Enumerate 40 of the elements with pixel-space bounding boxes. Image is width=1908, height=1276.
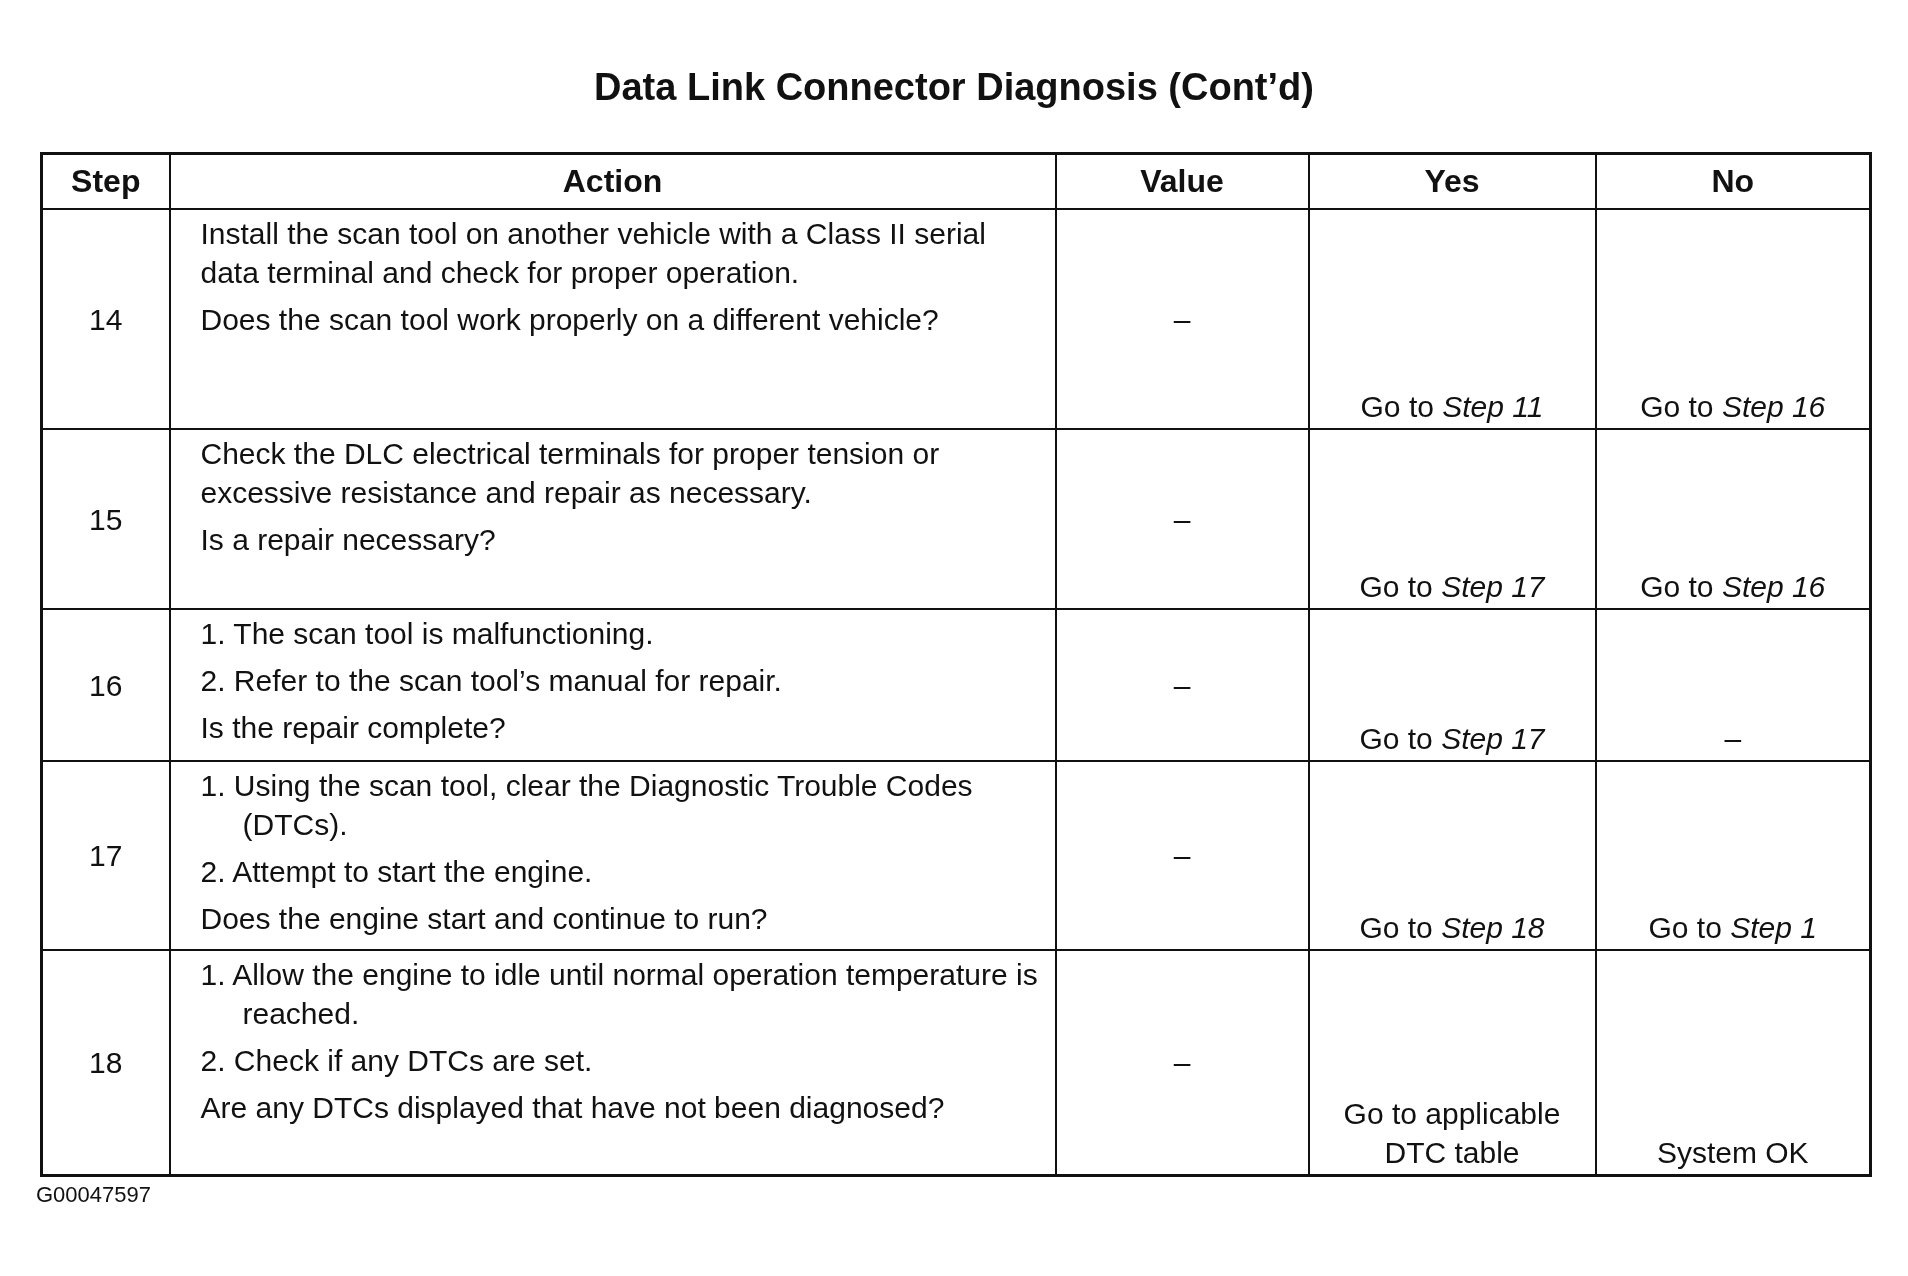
action-text: Is the repair complete? [200, 710, 507, 746]
yes-instruction: Go to Step 11 [1360, 390, 1544, 423]
column-header: Yes [1424, 163, 1480, 199]
value-dash: – [1173, 1046, 1191, 1079]
column-header: Action [562, 163, 663, 199]
yes-instruction: Go to Step 17 [1359, 722, 1545, 755]
yes-instruction: Go to Step 17 [1359, 570, 1545, 603]
action-text: 2. Check if any DTCs are set. [200, 1043, 594, 1079]
yes-instruction: Go to Step 18 [1359, 911, 1545, 944]
action-text: Does the scan tool work properly on a different vehicle? [200, 302, 940, 338]
no-instruction: Go to Step 16 [1640, 570, 1826, 603]
no-instruction: Go to Step 1 [1648, 911, 1817, 944]
column-header: No [1711, 163, 1755, 199]
action-text: 2. Attempt to start the engine. [200, 854, 594, 890]
step-number: 14 [89, 302, 123, 336]
step-number: 16 [89, 668, 123, 702]
no-instruction: Go to Step 16 [1640, 390, 1826, 423]
step-number: 18 [89, 1046, 123, 1079]
action-text: 2. Refer to the scan tool’s manual for repair. [200, 663, 783, 699]
no-instruction: – [1724, 722, 1742, 755]
value-dash: – [1173, 502, 1191, 536]
step-number: 15 [89, 502, 123, 536]
action-text: Does the engine start and continue to run? [200, 901, 769, 937]
table-title: Data Link Connector Diagnosis (Cont’d) [593, 66, 1315, 109]
column-header: Step [71, 163, 141, 199]
action-text: 1. The scan tool is malfunctioning. [200, 616, 655, 652]
step-number: 17 [89, 839, 123, 872]
value-dash: – [1173, 839, 1191, 872]
action-text: Check the DLC electrical terminals for proper tension or excessive resistance and repair as necessary. [200, 436, 941, 511]
yes-instruction: Go to applicable DTC table [1343, 1097, 1561, 1169]
figure-code: G00047597 [36, 1182, 151, 1207]
value-dash: – [1173, 302, 1191, 336]
value-dash: – [1173, 668, 1191, 702]
column-header: Value [1140, 163, 1224, 199]
action-text: 1. Allow the engine to idle until normal operation temperature is reached. [200, 957, 1039, 1032]
action-text: 1. Using the scan tool, clear the Diagnostic Trouble Codes (DTCs). [200, 768, 974, 843]
action-text: Is a repair necessary? [200, 522, 497, 558]
action-text: Are any DTCs displayed that have not been diagnosed? [200, 1090, 946, 1126]
no-instruction: System OK [1656, 1136, 1809, 1169]
action-text: Install the scan tool on another vehicle with a Class II serial data terminal and check for proper operation. [200, 216, 987, 291]
